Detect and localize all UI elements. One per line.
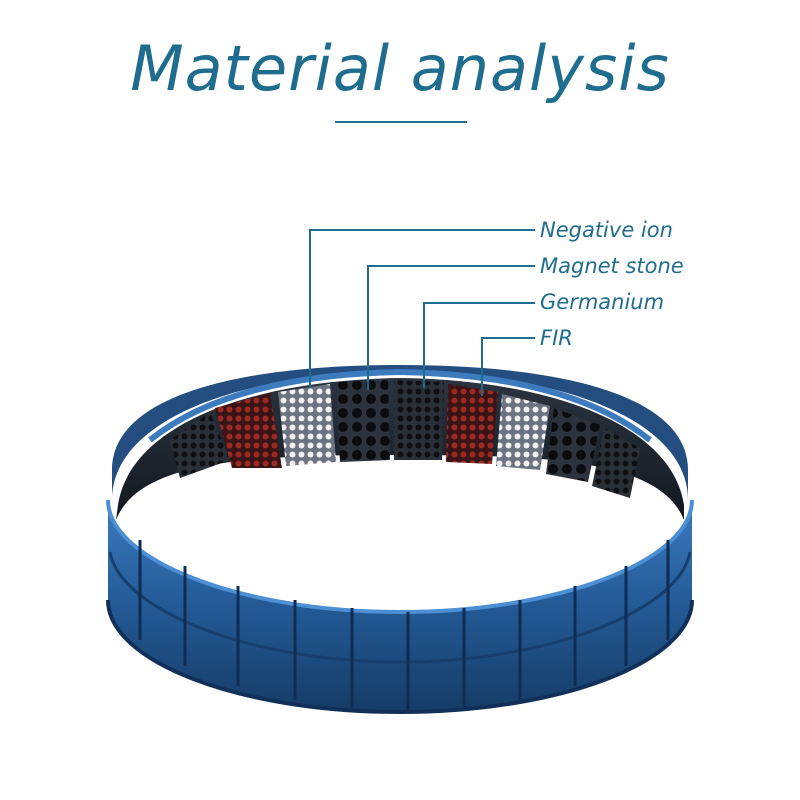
title-underline bbox=[335, 121, 467, 123]
callout-line-germanium bbox=[423, 302, 535, 388]
bracelet-inner-wall bbox=[112, 365, 688, 520]
bracelet-front-band bbox=[106, 499, 694, 715]
callout-label-fir: FIR bbox=[540, 326, 573, 350]
callout-label-negative-ion: Negative ion bbox=[540, 218, 673, 242]
page-title: Material analysis bbox=[130, 32, 670, 105]
callout-label-magnet-stone: Magnet stone bbox=[540, 254, 684, 278]
callout-line-magnet-stone bbox=[367, 265, 535, 390]
callout-label-germanium: Germanium bbox=[540, 290, 665, 314]
callout-lines bbox=[309, 229, 535, 396]
callout-line-negative-ion bbox=[309, 229, 535, 388]
callout-line-fir bbox=[481, 337, 535, 396]
